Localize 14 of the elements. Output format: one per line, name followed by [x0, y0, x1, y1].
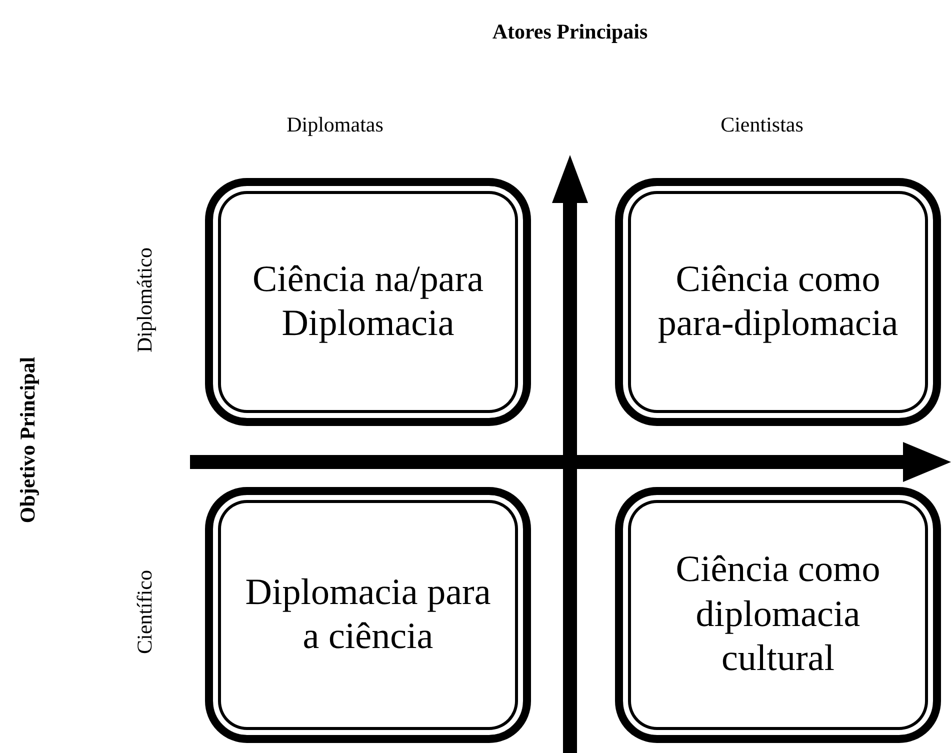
axis-label: Científico — [132, 570, 158, 654]
quadrant-box — [615, 178, 941, 426]
quadrant-label: Ciência na/para Diplomacia — [251, 258, 485, 346]
axis-title: Objetivo Principal — [16, 356, 40, 524]
axis-title: Atores Principais — [492, 20, 648, 44]
axis-label: Cientistas — [720, 112, 804, 138]
quadrant-box — [205, 178, 531, 426]
quadrant-box — [205, 487, 531, 743]
quadrant-label: Diplomacia para a ciência — [244, 570, 492, 659]
axis-label: Diplomatas — [286, 112, 384, 138]
axis-label: Diplomático — [132, 248, 158, 352]
quadrant-label: Ciência como para-diplomacia — [656, 258, 900, 346]
quadrant-box — [615, 487, 941, 743]
quadrant-label: Ciência como diplomacia cultural — [674, 548, 882, 682]
